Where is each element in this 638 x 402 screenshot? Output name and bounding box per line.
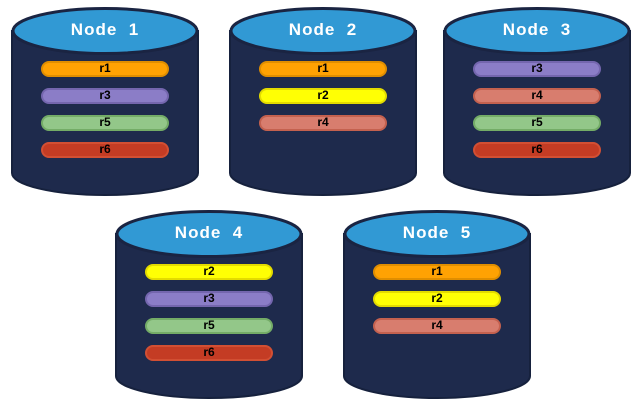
replica-list: r1 r2 r4 [373,264,501,334]
replica-list: r3 r4 r5 r6 [473,61,601,158]
replica-bar-r5: r5 [145,318,273,334]
node-title: Node 4 [174,223,244,242]
node-title: Node 5 [402,223,472,242]
replica-bar-r3: r3 [473,61,601,77]
replica-list: r2 r3 r5 r6 [145,264,273,361]
cylinder-top [343,210,531,258]
replica-bar-r4: r4 [373,318,501,334]
replica-bar-r2: r2 [373,291,501,307]
replica-bar-r6: r6 [145,345,273,361]
replica-list: r1 r3 r5 r6 [41,61,169,158]
node-title: Node 2 [288,20,358,39]
replica-bar-r1: r1 [373,264,501,280]
replica-bar-r1: r1 [259,61,387,77]
replica-bar-r2: r2 [259,88,387,104]
node-2: Node 2 r1 r2 r4 [228,7,418,197]
replica-list: r1 r2 r4 [259,61,387,131]
node-3: Node 3 r3 r4 r5 r6 [442,7,632,197]
node-5: Node 5 r1 r2 r4 [342,210,532,400]
node-4: Node 4 r2 r3 r5 r6 [114,210,304,400]
cylinder-top [229,7,417,55]
replica-bar-r6: r6 [473,142,601,158]
replica-bar-r2: r2 [145,264,273,280]
replica-bar-r3: r3 [145,291,273,307]
node-title: Node 1 [70,20,140,39]
cylinder-top [115,210,303,258]
replica-bar-r3: r3 [41,88,169,104]
cylinder-top [11,7,199,55]
replica-bar-r4: r4 [259,115,387,131]
replica-bar-r6: r6 [41,142,169,158]
cylinder-top [443,7,631,55]
node-1: Node 1 r1 r3 r5 r6 [10,7,200,197]
replica-bar-r4: r4 [473,88,601,104]
node-title: Node 3 [502,20,572,39]
replica-bar-r1: r1 [41,61,169,77]
replica-bar-r5: r5 [473,115,601,131]
replica-bar-r5: r5 [41,115,169,131]
